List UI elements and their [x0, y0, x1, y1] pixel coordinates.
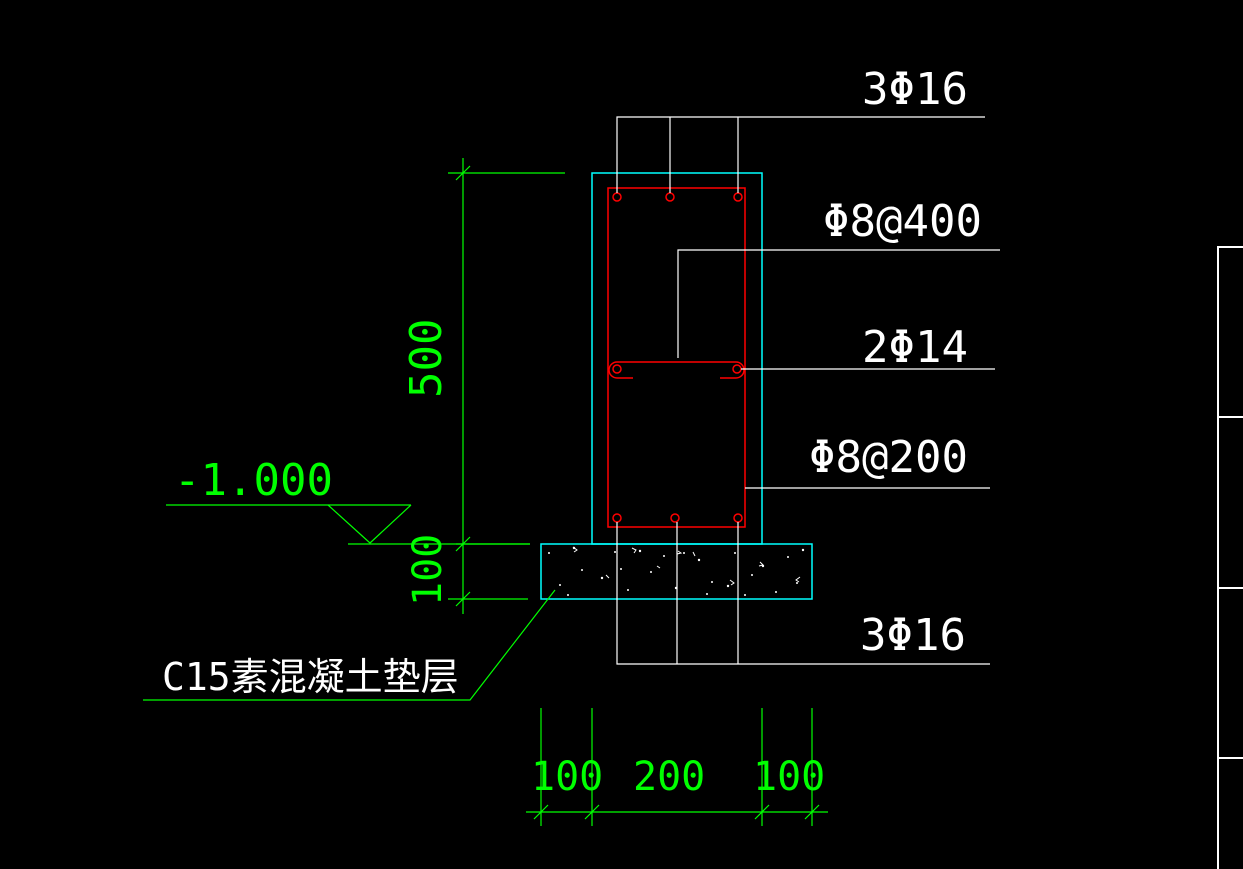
beam-width-dimension: 200	[633, 754, 705, 800]
horizontal-dimensions	[526, 708, 828, 826]
title-block-frame	[1217, 246, 1243, 869]
leader-lines	[616, 116, 1000, 665]
middle-bar	[612, 364, 622, 374]
right-offset-dimension: 100	[753, 754, 825, 800]
bedding-label: C15素混凝土垫层	[162, 655, 459, 699]
bedding-thickness-dimension: 100	[405, 534, 451, 606]
bedding-leader	[143, 589, 556, 701]
left-offset-dimension: 100	[531, 754, 603, 800]
beam-height-dimension: 500	[401, 319, 452, 398]
bottom-bar	[670, 513, 680, 523]
elevation-label: -1.000	[174, 455, 333, 506]
vertical-dimensions	[448, 158, 565, 614]
tie-bar	[608, 361, 745, 379]
stirrup-bottom-label: Φ8@200	[809, 432, 968, 483]
top-bars-label: 3Φ16	[862, 64, 968, 115]
middle-bars-label: 2Φ14	[862, 322, 968, 373]
stirrup-top-label: Φ8@400	[823, 196, 982, 247]
bottom-bars-label: 3Φ16	[860, 610, 966, 661]
